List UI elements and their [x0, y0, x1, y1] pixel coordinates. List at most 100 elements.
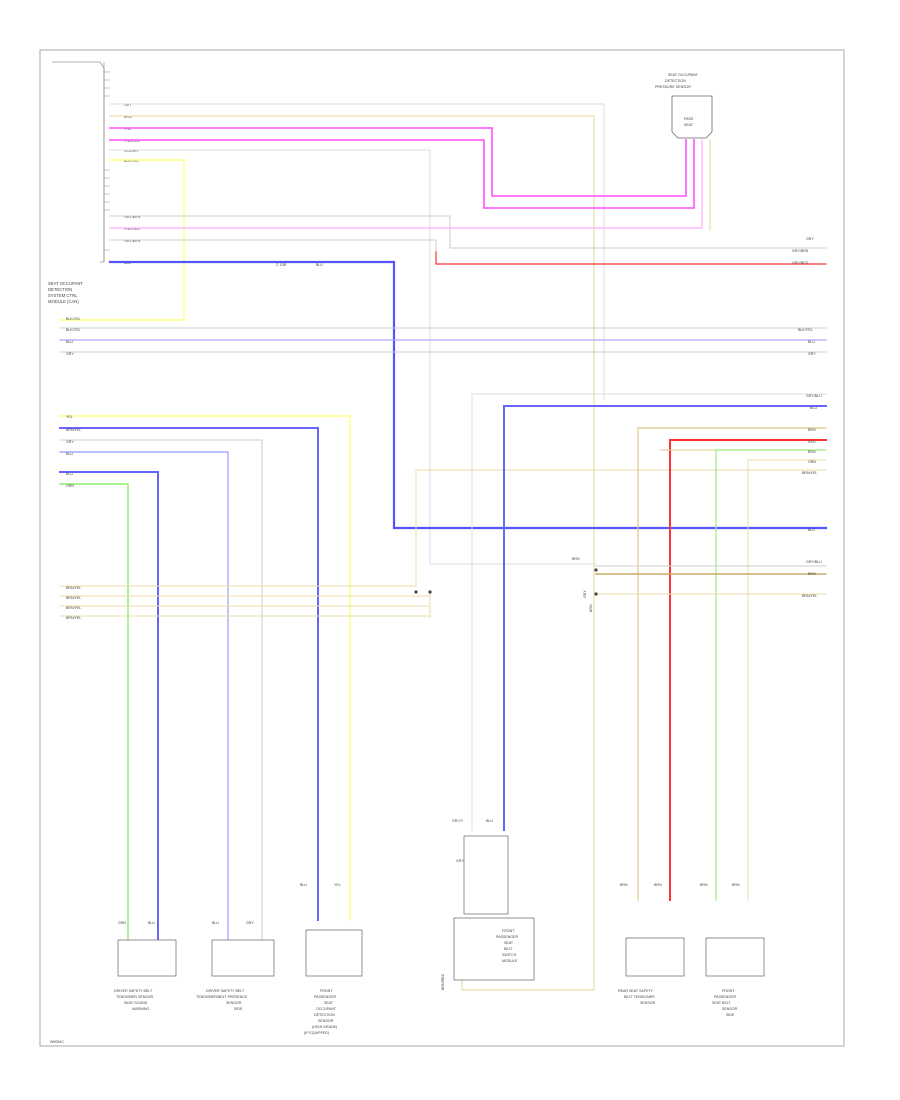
wire-label: BLU	[300, 883, 307, 887]
svg-text:SIDE/ SOUND: SIDE/ SOUND	[124, 1001, 148, 1005]
wire-label: YEL	[334, 883, 341, 887]
wire-label: BRN/YEL	[66, 428, 81, 432]
svg-text:SEAT: SEAT	[324, 1001, 334, 1005]
wire-label: GRY/RED	[792, 261, 809, 265]
wire-label: BRN/YEL	[66, 616, 81, 620]
wire-label: GRY/BRN	[124, 215, 141, 219]
wire-label: BLU	[486, 819, 493, 823]
wire-blue-c1	[59, 471, 159, 941]
wire-label: BLK/YEL	[66, 328, 81, 332]
wire-label: BLU	[810, 406, 817, 410]
svg-text:BELT TENSIONER: BELT TENSIONER	[624, 995, 655, 999]
svg-text:SENSOR: SENSOR	[318, 1019, 334, 1023]
sensor-inner-label: PASS	[684, 117, 694, 121]
wire-tan-top	[109, 115, 595, 991]
wire-gray-pm	[471, 393, 827, 831]
wire-label: BRN	[700, 883, 708, 887]
svg-text:REAR SEAT SAFETY: REAR SEAT SAFETY	[618, 989, 654, 993]
wire-label: GRN	[118, 921, 126, 925]
wire-label: BRN/YEL	[66, 586, 81, 590]
wire-label: GRY	[66, 352, 74, 356]
wire-label: BRN	[620, 883, 628, 887]
svg-text:FRONT: FRONT	[320, 989, 333, 993]
wire-label: BRN	[808, 572, 816, 576]
component-driver-belt-tensioner: GRN BLU DRIVER SAFETY BELT TENSIONER SEN…	[114, 921, 177, 1011]
component-passenger-belt-sensor: BRN BRN FRONT PASSENGER SEAT BELT SENSOR…	[700, 883, 765, 1017]
module-label-line2: DETECTION	[48, 287, 72, 292]
wire-yellow-c3	[59, 415, 351, 921]
svg-text:SEAT: SEAT	[504, 941, 514, 945]
left-mid-labels: BLK/YEL BLK/YEL BLU GRY	[66, 317, 81, 356]
wire-label: BLK/YEL	[798, 328, 813, 332]
right-group-labels: GRY/BLU BLU BRN RED BRN GRN BRN/YEL BLU …	[802, 394, 822, 598]
svg-text:SEAT BELT: SEAT BELT	[712, 1001, 732, 1005]
svg-text:PASSENGER: PASSENGER	[314, 995, 337, 999]
svg-text:DETECTION: DETECTION	[314, 1013, 335, 1017]
wire-label: BLU	[66, 472, 73, 476]
wire-blue-c3	[59, 427, 319, 921]
svg-text:OCCUPANT: OCCUPANT	[316, 1007, 337, 1011]
wire-blue-main	[108, 260, 828, 530]
component-seat-occupant-sensor: BLU YEL FRONT PASSENGER SEAT OCCUPANT DE…	[300, 883, 363, 1035]
svg-text:SENSOR: SENSOR	[640, 1001, 656, 1005]
wire-label: GRY/Y	[452, 819, 464, 823]
wire-label: BRN	[124, 115, 132, 119]
wire-blue-pm	[503, 405, 827, 831]
sensor-label: DETECTION	[665, 79, 686, 83]
wire-label: BRN	[732, 883, 740, 887]
svg-text:TENSIONER/BELT PRESENCE: TENSIONER/BELT PRESENCE	[196, 995, 248, 999]
wire-label: GRY/BLU	[806, 560, 822, 564]
sensor-inner-label: SEAT	[684, 123, 694, 127]
diagram-border	[39, 49, 845, 1047]
wire-label: BRN/RED	[441, 973, 445, 990]
wire-pink-red	[109, 139, 703, 229]
wire-pink-1	[109, 127, 687, 197]
svg-text:SIDE: SIDE	[726, 1013, 735, 1017]
wire-label: GRY	[808, 352, 816, 356]
wire-label: PNK/RED	[124, 227, 140, 231]
wire-label: GRY/BRN	[124, 239, 141, 243]
svg-text:SWITCH: SWITCH	[502, 953, 517, 957]
wire-label: GRY/BRN	[792, 249, 809, 253]
control-module: SEAT OCCUPANT DETECTION SYSTEM CTRL MODU…	[48, 61, 110, 304]
wire-lav-c2	[59, 451, 229, 941]
right-mid-labels: BLK/YEL BLU GRY	[798, 328, 816, 356]
wire-gray-c2	[59, 439, 263, 941]
svg-text:TENSIONER SENSOR: TENSIONER SENSOR	[116, 995, 154, 999]
wire-green-c1	[59, 483, 129, 941]
right-top-labels: GRY GRY/BRN GRY/RED	[792, 237, 814, 265]
component-rear-belt-tensioner: BRN BRN REAR SEAT SAFETY BELT TENSIONER …	[618, 883, 685, 1005]
left-group1-labels: YEL BRN/YEL GRY BLU BLU GRN	[66, 415, 81, 488]
module-label-line3: SYSTEM CTRL	[48, 293, 78, 298]
wire-label: PNK	[124, 127, 132, 131]
wire-label: GRN	[66, 484, 74, 488]
wire-label: BRN/YEL	[802, 471, 817, 475]
svg-text:MODULE: MODULE	[502, 959, 518, 963]
wire-red-right	[435, 251, 827, 265]
splices	[414, 568, 598, 596]
wire-label: PNK/RED	[124, 139, 140, 143]
footer-code: W9054C	[50, 1040, 64, 1044]
svg-text:SENSOR: SENSOR	[722, 1007, 738, 1011]
wire-label: GRY/B	[456, 859, 468, 863]
component-passenger-belt-switch-module: GRY/Y BLU GRY/B BLU FRONT PASSENGER SEAT…	[441, 819, 535, 990]
svg-text:(IF EQUIPPED): (IF EQUIPPED)	[304, 1031, 329, 1035]
wire-pink-2	[109, 139, 695, 209]
svg-text:DRIVER SAFETY BELT: DRIVER SAFETY BELT	[114, 989, 153, 993]
wire-label: BLU	[66, 340, 73, 344]
wire-label: BLU	[148, 921, 155, 925]
splice-label: C 10B	[276, 263, 287, 267]
wire-label: GRY	[806, 237, 814, 241]
wire-label: RED	[808, 440, 816, 444]
module-wire-labels: GRY BRN PNK PNK/RED VIO/GRY BLK/YEL GRY/…	[124, 103, 141, 265]
wire-label: BRN/YEL	[66, 596, 81, 600]
svg-text:DRIVER SAFETY BELT: DRIVER SAFETY BELT	[206, 989, 245, 993]
svg-text:PASSENGER: PASSENGER	[496, 935, 519, 939]
svg-text:SENSOR: SENSOR	[226, 1001, 242, 1005]
wire-label-vert: GRY	[583, 590, 587, 598]
wire-label: BRN/YEL	[66, 606, 81, 610]
top-pressure-sensor: SEAT OCCUPANT DETECTION PRESSURE SENSOR …	[655, 73, 713, 139]
wire-gray-brn-1	[109, 215, 827, 249]
module-label-line4: MODULE (CAN)	[48, 299, 79, 304]
wire-label: BLU	[808, 528, 815, 532]
